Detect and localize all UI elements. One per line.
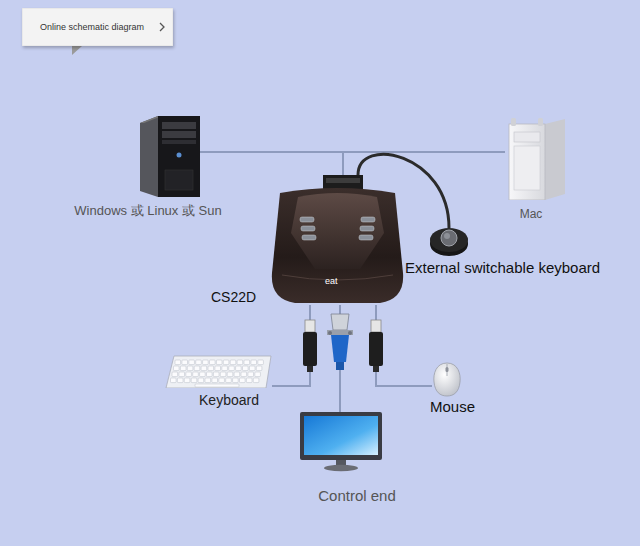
cable-line xyxy=(200,152,343,175)
usb-plug xyxy=(369,320,383,372)
tab-box: Online schematic diagram xyxy=(22,8,173,46)
mouse: Mouse xyxy=(432,362,462,397)
keyboard-icon xyxy=(165,355,272,388)
pc-tower: Windows 或 Linux 或 Sun xyxy=(140,115,200,197)
device-caption: Windows 或 Linux 或 Sun xyxy=(74,204,221,219)
device-caption: Keyboard xyxy=(199,392,259,408)
tab-title: Online schematic diagram xyxy=(40,22,144,32)
mac-tower-icon xyxy=(505,118,567,200)
mac-tower: Mac xyxy=(505,118,567,200)
device-caption: Mouse xyxy=(430,398,475,415)
remote-switch: External switchable keyboard xyxy=(428,222,470,258)
device-caption: Control end xyxy=(318,487,396,504)
pc-tower-icon xyxy=(140,115,200,197)
keyboard: Keyboard xyxy=(165,355,272,388)
brand-label: eat xyxy=(325,276,338,286)
cable-line xyxy=(376,305,432,386)
usb-plug xyxy=(303,320,317,372)
monitor-icon xyxy=(300,412,382,472)
tab-fold xyxy=(72,46,82,55)
mouse-icon xyxy=(432,362,462,397)
kvm-switch: CS22Deat xyxy=(270,175,405,305)
monitor: Control end xyxy=(300,412,382,472)
remote-switch-icon xyxy=(428,222,470,258)
model-label: CS22D xyxy=(211,289,256,305)
device-caption: External switchable keyboard xyxy=(405,259,600,276)
device-caption: Mac xyxy=(520,208,543,222)
vga-plug xyxy=(327,314,353,370)
